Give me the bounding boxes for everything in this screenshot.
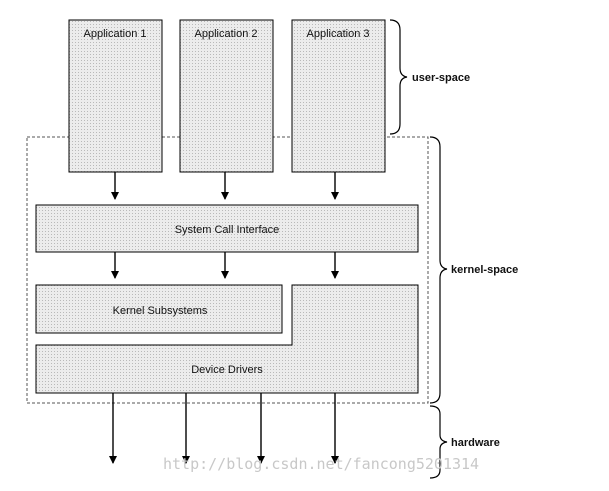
- kernel-space-brace: [429, 136, 448, 404]
- application-3-label: Application 3: [307, 28, 370, 40]
- hardware-label: hardware: [451, 437, 500, 449]
- device-drivers-label: Device Drivers: [191, 364, 263, 376]
- kernel-subsystems-box: [35, 284, 283, 334]
- device-drivers-box: [35, 284, 419, 394]
- user-space-brace: [389, 19, 408, 135]
- system-call-interface-label: System Call Interface: [175, 224, 280, 236]
- application-2-label: Application 2: [195, 28, 258, 40]
- application-2-box: [179, 19, 274, 173]
- application-3-box: [291, 19, 386, 173]
- kernel-space-label: kernel-space: [451, 264, 518, 276]
- kernel-subsystems-label: Kernel Subsystems: [113, 305, 208, 317]
- watermark-text: http://blog.csdn.net/fancong5201314: [163, 455, 479, 473]
- hardware-brace: [429, 405, 448, 479]
- user-space-label: user-space: [412, 72, 470, 84]
- application-1-label: Application 1: [84, 28, 147, 40]
- application-1-box: [68, 19, 163, 173]
- system-call-interface-box: [35, 204, 419, 253]
